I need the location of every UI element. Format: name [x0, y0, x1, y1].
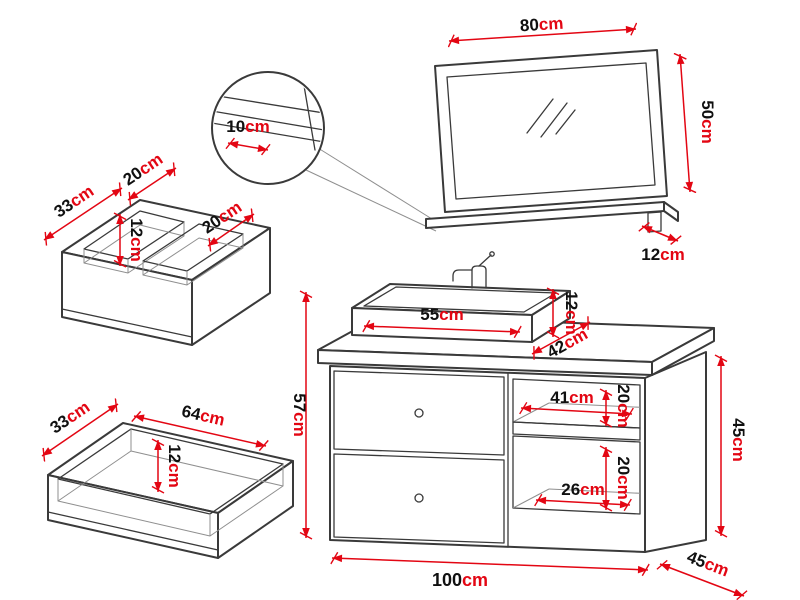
cabinet-side: [644, 351, 707, 553]
dim-sink-width: 55cm: [364, 305, 520, 332]
dim-label: 20cm: [614, 384, 633, 428]
val: 26: [561, 480, 580, 499]
dim-vanity-depth: 45cm: [660, 547, 744, 596]
dim-label: 12cm: [127, 218, 146, 262]
mirror-glass: [446, 62, 656, 200]
mirror: [434, 49, 668, 213]
dim-organizer-left-compartment: 20cm: [120, 149, 177, 200]
dim-label: 80cm: [519, 14, 564, 36]
vanity: [317, 251, 715, 553]
knob-icon: [414, 408, 424, 418]
dim-vanity-total-height: 57cm: [290, 292, 309, 538]
unit: cm: [729, 437, 748, 462]
dim-vanity-width: 100cm: [332, 558, 648, 590]
dim-label: 33cm: [47, 397, 94, 437]
val: 64: [180, 402, 203, 425]
val: 10: [226, 117, 245, 136]
vanity-drawer-lower: [333, 453, 505, 544]
val: 41: [550, 388, 569, 407]
dim-label: 12cm: [641, 245, 685, 264]
organizer: [61, 199, 271, 346]
shelf-end: [663, 201, 679, 222]
unit: cm: [538, 14, 564, 34]
val: 20: [614, 384, 633, 403]
counter-side-edge: [651, 327, 715, 376]
dim-label: 12cm: [165, 444, 184, 488]
dim-label: 50cm: [698, 100, 717, 144]
unit: cm: [569, 388, 594, 407]
val: 50: [698, 100, 717, 119]
dim-mirror-shelf-depth: 12cm: [641, 226, 685, 264]
unit: cm: [614, 403, 633, 428]
detail-leader-lines: [305, 147, 437, 232]
drawer-side: [217, 460, 294, 559]
dimensions: 80cm 50cm 12cm 10cm 33cm 20cm 12cm: [41, 14, 748, 596]
unit: cm: [245, 117, 270, 136]
detail-circle: [211, 71, 325, 185]
leader-line: [317, 147, 433, 220]
val: 45: [729, 418, 748, 437]
dim-label: 100cm: [432, 570, 488, 590]
mirror-frame: [434, 49, 668, 213]
niche-lower-opening: [512, 435, 641, 515]
unit: cm: [702, 554, 732, 581]
val: 57: [290, 393, 309, 412]
mirror-reflection-icon: [526, 98, 576, 138]
val: 80: [519, 15, 539, 35]
unit: cm: [462, 570, 488, 590]
unit: cm: [439, 305, 464, 324]
val: 12: [127, 218, 146, 237]
drawer-front-edge: [47, 511, 219, 551]
dim-label: 20cm: [614, 456, 633, 500]
unit: cm: [580, 480, 605, 499]
val: 100: [432, 570, 462, 590]
dim-detail-shelf-depth: 10cm: [226, 117, 270, 150]
faucet-icon: [452, 251, 495, 289]
dim-label: 55cm: [420, 305, 464, 324]
dim-upper-niche-height: 20cm: [606, 384, 633, 428]
dim-drawer-height: 12cm: [158, 440, 184, 492]
dim-organizer-height: 12cm: [120, 214, 146, 266]
dim-label: 26cm: [561, 480, 605, 499]
dim-label: 33cm: [51, 181, 98, 221]
unit: cm: [290, 412, 309, 437]
dim-label: 20cm: [120, 149, 167, 189]
vanity-drawer-upper: [333, 370, 505, 456]
dim-label: 10cm: [226, 117, 270, 136]
niche-shelf-board: [512, 421, 641, 441]
dim-label: 57cm: [290, 393, 309, 437]
val: 12: [165, 444, 184, 463]
unit: cm: [614, 475, 633, 500]
val: 12: [562, 291, 581, 310]
dim-lower-niche-height: 20cm: [606, 447, 633, 510]
dim-label: 41cm: [550, 388, 594, 407]
val: 20: [614, 456, 633, 475]
val: 12: [641, 245, 660, 264]
organizer-front-edge: [61, 308, 193, 338]
dim-label: 45cm: [729, 418, 748, 462]
unit: cm: [127, 237, 146, 262]
unit: cm: [198, 406, 226, 430]
unit: cm: [165, 463, 184, 488]
dim-bottom-shelf-depth: 26cm: [536, 480, 630, 505]
knob-icon: [414, 493, 424, 503]
val: 55: [420, 305, 439, 324]
dim-mirror-height: 50cm: [680, 54, 717, 192]
unit: cm: [698, 119, 717, 144]
dim-label: 64cm: [180, 402, 227, 430]
dim-mirror-width: 80cm: [449, 14, 636, 41]
dim-drawer-width: 64cm: [134, 402, 266, 446]
unit: cm: [660, 245, 685, 264]
leader-line: [305, 169, 437, 232]
dim-niche-width: 41cm: [521, 388, 632, 414]
dim-side-height: 45cm: [721, 356, 748, 536]
